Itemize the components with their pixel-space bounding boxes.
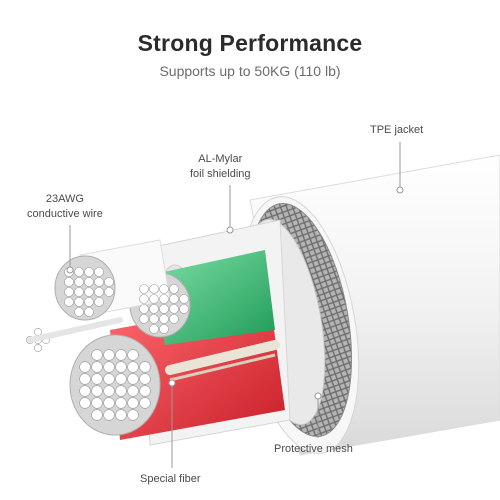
strand bbox=[115, 385, 127, 397]
strand bbox=[149, 284, 159, 294]
strand bbox=[115, 373, 127, 385]
strand bbox=[169, 304, 179, 314]
strand bbox=[169, 314, 179, 324]
strand bbox=[74, 297, 84, 307]
strand bbox=[103, 349, 115, 361]
strand bbox=[94, 287, 104, 297]
strand bbox=[79, 397, 91, 409]
strand bbox=[127, 409, 139, 421]
strand bbox=[139, 304, 149, 314]
callout-lines bbox=[66, 142, 404, 468]
strand bbox=[139, 361, 151, 373]
strand bbox=[159, 304, 169, 314]
strand bbox=[94, 267, 104, 277]
strand bbox=[159, 294, 169, 304]
strand bbox=[115, 349, 127, 361]
strand bbox=[74, 287, 84, 297]
strand bbox=[74, 277, 84, 287]
strand bbox=[79, 385, 91, 397]
strand bbox=[103, 409, 115, 421]
strand bbox=[139, 385, 151, 397]
callout-mylar-line1: AL-Mylar bbox=[198, 153, 243, 165]
page-subtitle: Supports up to 50KG (110 lb) bbox=[159, 63, 341, 79]
strand bbox=[179, 294, 189, 304]
strand bbox=[127, 373, 139, 385]
strand bbox=[91, 385, 103, 397]
strand bbox=[84, 277, 94, 287]
strand bbox=[64, 277, 74, 287]
strand bbox=[139, 294, 149, 304]
strand bbox=[94, 277, 104, 287]
strand bbox=[127, 385, 139, 397]
strand bbox=[74, 267, 84, 277]
page-title: Strong Performance bbox=[137, 30, 363, 56]
strand bbox=[127, 397, 139, 409]
callout-awg: 23AWG conductive wire bbox=[27, 192, 103, 222]
copper-strands bbox=[26, 267, 189, 421]
callout-protective-mesh: Protective mesh bbox=[274, 443, 353, 455]
strand bbox=[169, 284, 179, 294]
strand bbox=[127, 349, 139, 361]
strand bbox=[127, 361, 139, 373]
strand bbox=[91, 361, 103, 373]
strand bbox=[91, 349, 103, 361]
strand bbox=[159, 324, 169, 334]
callout-awg-line2: conductive wire bbox=[27, 208, 103, 220]
strand bbox=[139, 397, 151, 409]
special-fiber bbox=[27, 317, 280, 382]
strand bbox=[79, 373, 91, 385]
strand bbox=[74, 307, 84, 317]
strand bbox=[149, 314, 159, 324]
strand bbox=[159, 314, 169, 324]
strand bbox=[91, 409, 103, 421]
callout-special-fiber: Special fiber bbox=[140, 473, 201, 485]
strand bbox=[115, 409, 127, 421]
strand bbox=[104, 287, 114, 297]
strand bbox=[139, 284, 149, 294]
strand bbox=[103, 397, 115, 409]
strand bbox=[139, 373, 151, 385]
strand bbox=[34, 344, 42, 352]
callout-tpe-jacket: TPE jacket bbox=[370, 124, 424, 136]
strand bbox=[91, 373, 103, 385]
strand bbox=[103, 385, 115, 397]
red-wire bbox=[69, 300, 285, 440]
strand bbox=[104, 277, 114, 287]
strand bbox=[91, 397, 103, 409]
strand bbox=[84, 287, 94, 297]
strand bbox=[34, 328, 42, 336]
strand bbox=[149, 304, 159, 314]
callout-mylar: AL-Mylar foil shielding bbox=[190, 152, 251, 182]
callout-awg-line1: 23AWG bbox=[45, 193, 84, 205]
strand bbox=[159, 284, 169, 294]
strand bbox=[149, 324, 159, 334]
strand bbox=[84, 307, 94, 317]
strand bbox=[84, 267, 94, 277]
strand bbox=[115, 397, 127, 409]
strand bbox=[84, 297, 94, 307]
strand bbox=[103, 361, 115, 373]
strand bbox=[64, 297, 74, 307]
strand bbox=[149, 294, 159, 304]
strand bbox=[169, 294, 179, 304]
strand bbox=[103, 373, 115, 385]
strand bbox=[94, 297, 104, 307]
callout-mylar-line2: foil shielding bbox=[190, 168, 251, 180]
strand bbox=[115, 361, 127, 373]
strand bbox=[179, 304, 189, 314]
strand bbox=[79, 361, 91, 373]
strand bbox=[139, 314, 149, 324]
strand bbox=[64, 287, 74, 297]
